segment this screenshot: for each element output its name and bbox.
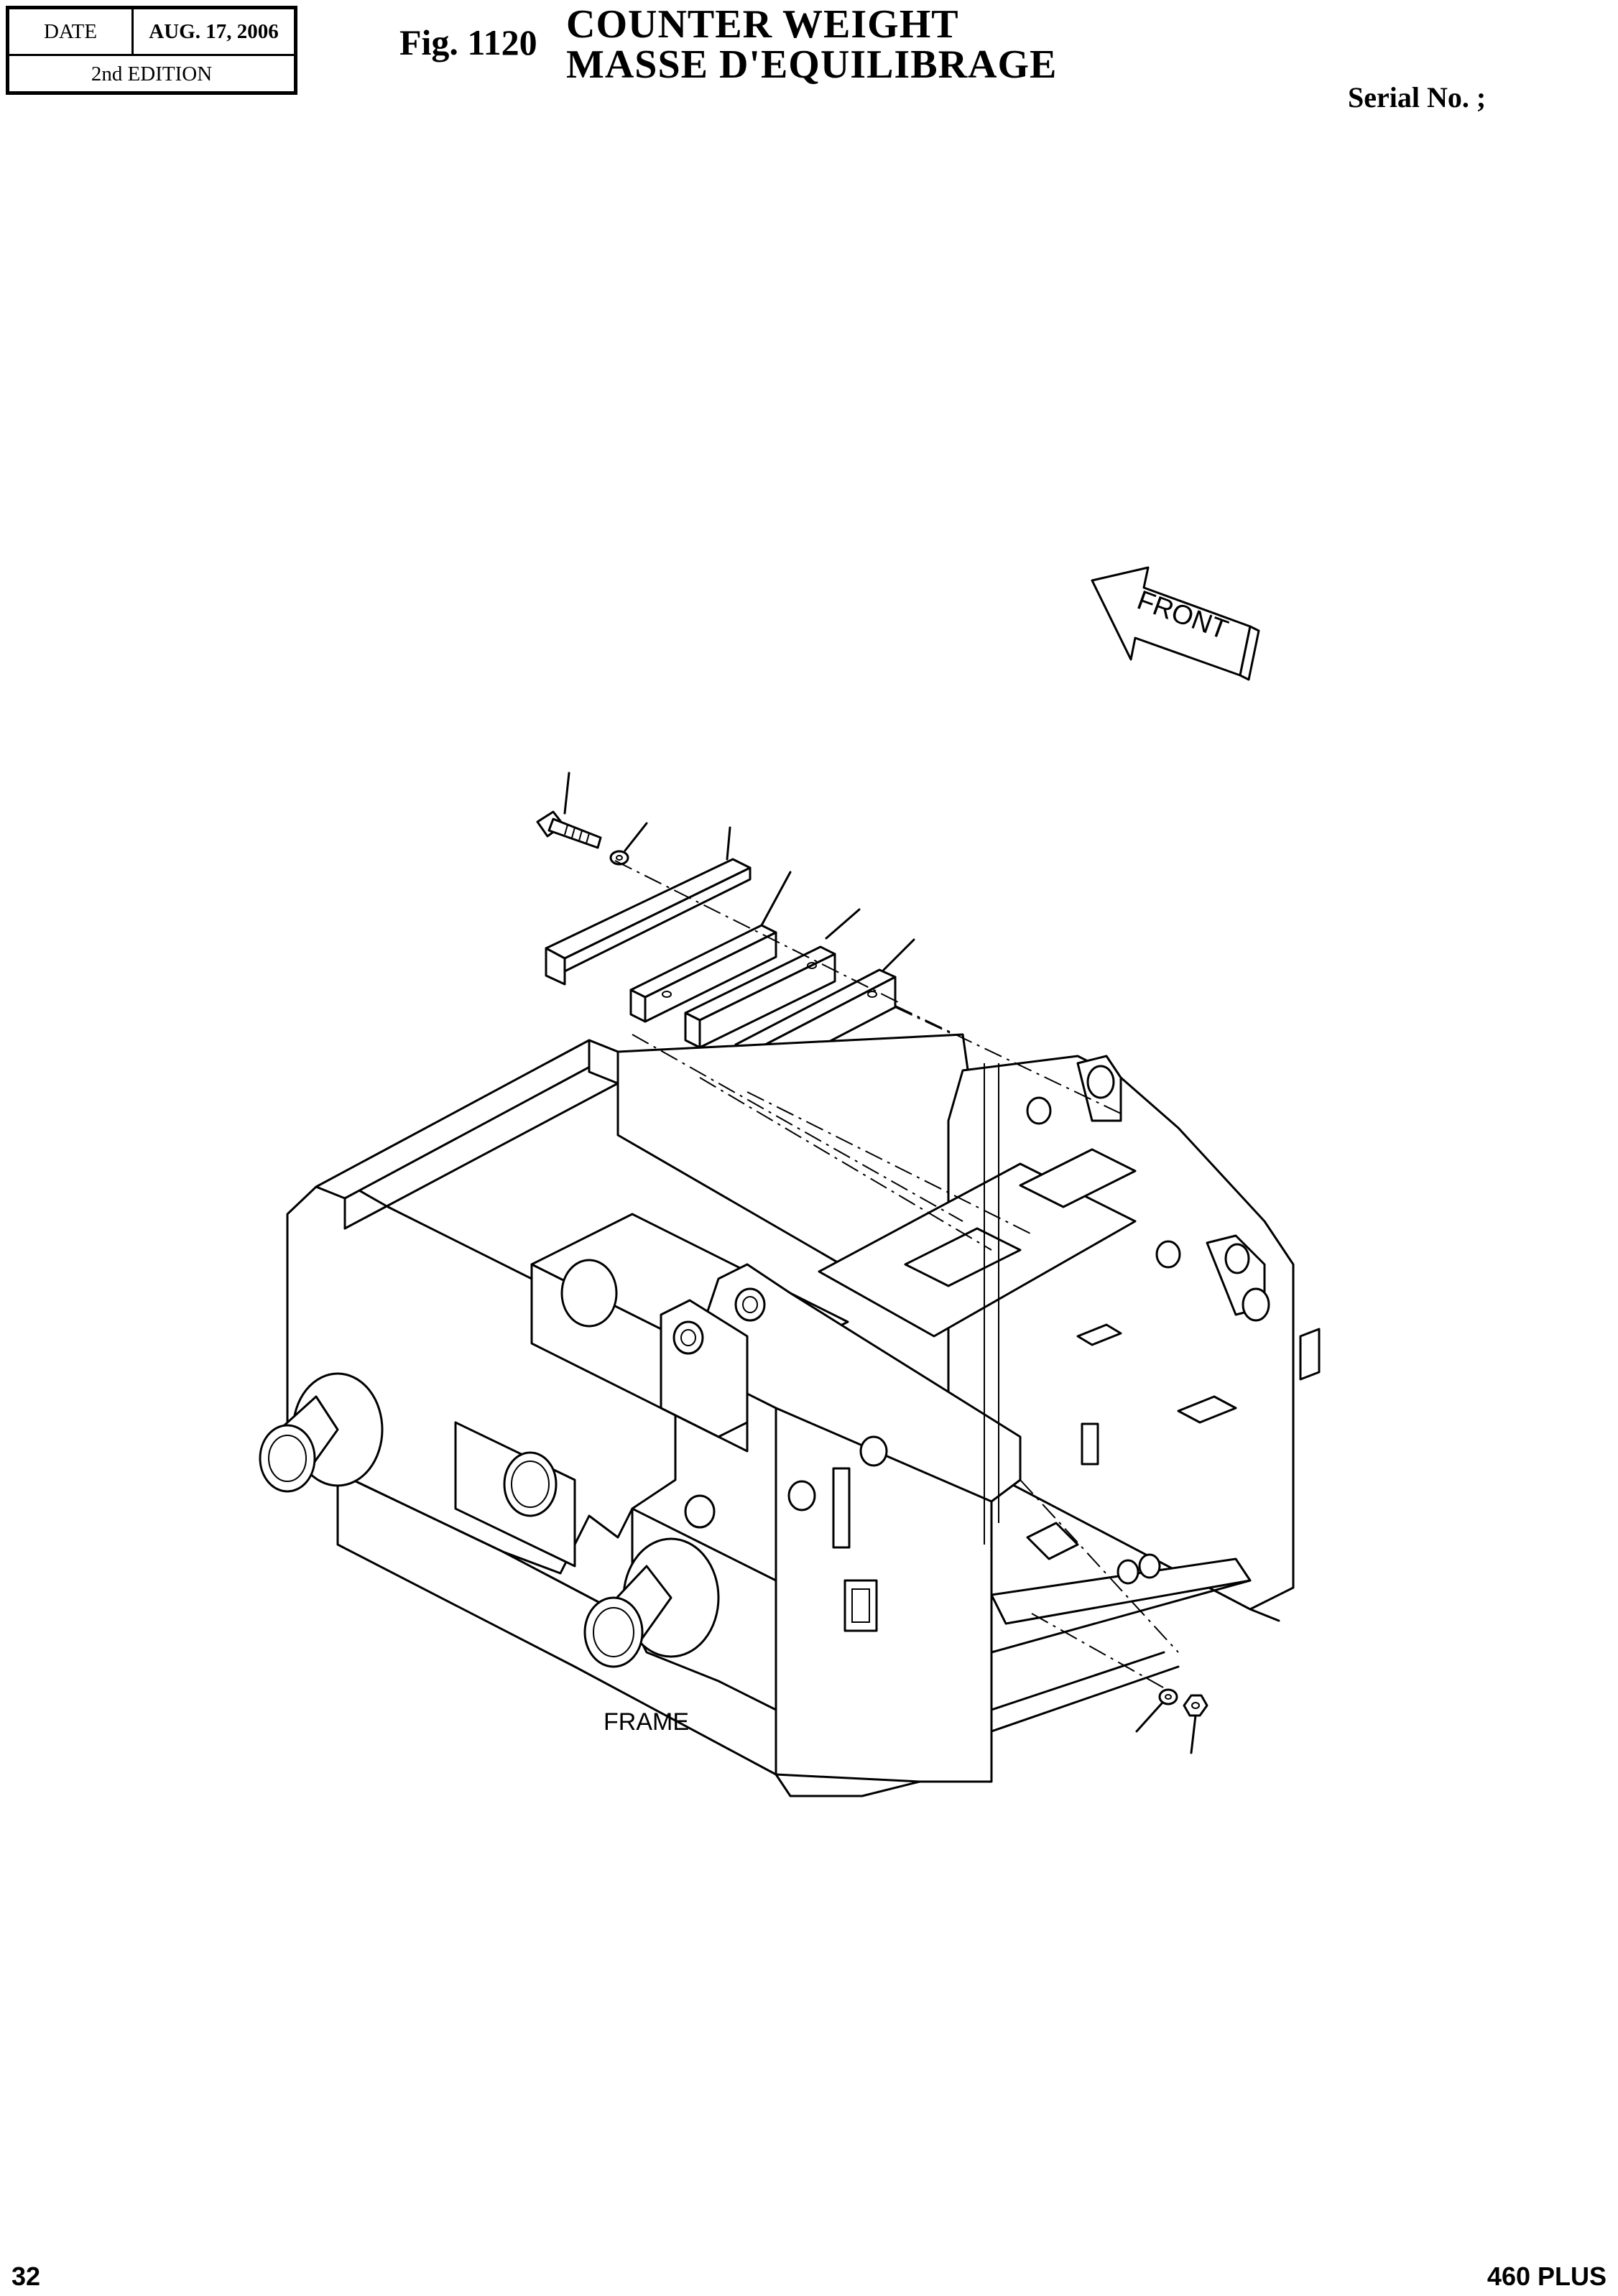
front-arrow-icon: FRONT	[1091, 566, 1260, 681]
page-number: 32	[11, 2262, 41, 2291]
assembly-center-line	[614, 860, 900, 1004]
page-title-english: COUNTER WEIGHT	[566, 2, 959, 47]
figure-number: Fig. 1120	[399, 22, 537, 63]
washer-part	[609, 822, 648, 866]
counter-weight-plate-1	[629, 871, 792, 1023]
left-axle-housing	[259, 1372, 384, 1493]
front-axle-housing	[583, 1537, 720, 1668]
assembly-center-line-lower	[894, 1006, 963, 1040]
edition-label: 2nd EDITION	[91, 63, 213, 85]
frame-assembly	[259, 1033, 1321, 1797]
page-title-french: MASSE D'EQUILIBRAGE	[566, 42, 1058, 87]
date-label: DATE	[9, 9, 134, 54]
serial-number-label: Serial No. ;	[1348, 81, 1487, 114]
date-row: DATE AUG. 17, 2006	[9, 9, 294, 56]
counter-weight-plate-2	[684, 908, 861, 1049]
edition-row: 2nd EDITION	[9, 54, 294, 95]
lower-washer-part	[1135, 1688, 1178, 1733]
frame-label: FRAME	[604, 1708, 689, 1736]
edition-info-box: DATE AUG. 17, 2006 2nd EDITION	[6, 6, 297, 95]
bolt-part	[536, 772, 602, 849]
lower-nut-part	[1183, 1694, 1208, 1754]
assembly-phantom-lines	[632, 1005, 1179, 1692]
date-value: AUG. 17, 2006	[149, 19, 279, 43]
model-name: 460 PLUS	[1487, 2262, 1607, 2291]
